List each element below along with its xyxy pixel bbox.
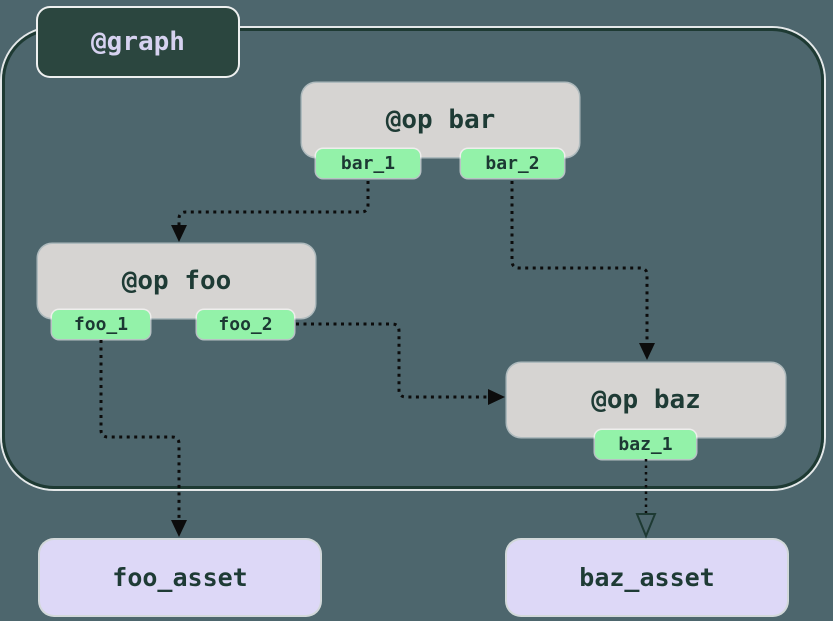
op-node-foo: @op foo: [38, 244, 315, 318]
output-tag-foo-1-label: foo_1: [73, 314, 129, 335]
output-tag-bar-2-label: bar_2: [485, 153, 540, 174]
asset-foo-label: foo_asset: [112, 563, 248, 592]
asset-node-baz-asset: baz_asset: [507, 540, 787, 615]
arrowhead-foo1-to-foo-asset: [171, 520, 187, 537]
output-tag-foo-2-label: foo_2: [218, 314, 273, 335]
asset-baz-label: baz_asset: [579, 563, 715, 592]
graph-container: [2, 28, 824, 489]
op-foo-title: @op foo: [121, 266, 232, 296]
output-tag-bar-2: bar_2: [461, 149, 564, 178]
output-tag-baz-1-label: baz_1: [618, 434, 673, 455]
output-tag-foo-2: foo_2: [197, 310, 294, 339]
op-node-bar: @op bar: [302, 83, 579, 157]
op-bar-title: @op bar: [385, 105, 496, 135]
asset-node-foo-asset: foo_asset: [40, 540, 320, 615]
output-tag-bar-1-label: bar_1: [340, 153, 396, 174]
op-baz-title: @op baz: [591, 385, 701, 415]
op-node-baz: @op baz: [507, 363, 785, 437]
arrowhead-baz1-to-baz-asset: [635, 513, 657, 539]
graph-label-text: @graph: [91, 27, 185, 57]
output-tag-bar-1: bar_1: [316, 149, 420, 178]
output-tag-baz-1: baz_1: [595, 430, 696, 459]
graph-label: @graph: [36, 6, 240, 78]
output-tag-foo-1: foo_1: [52, 310, 150, 339]
